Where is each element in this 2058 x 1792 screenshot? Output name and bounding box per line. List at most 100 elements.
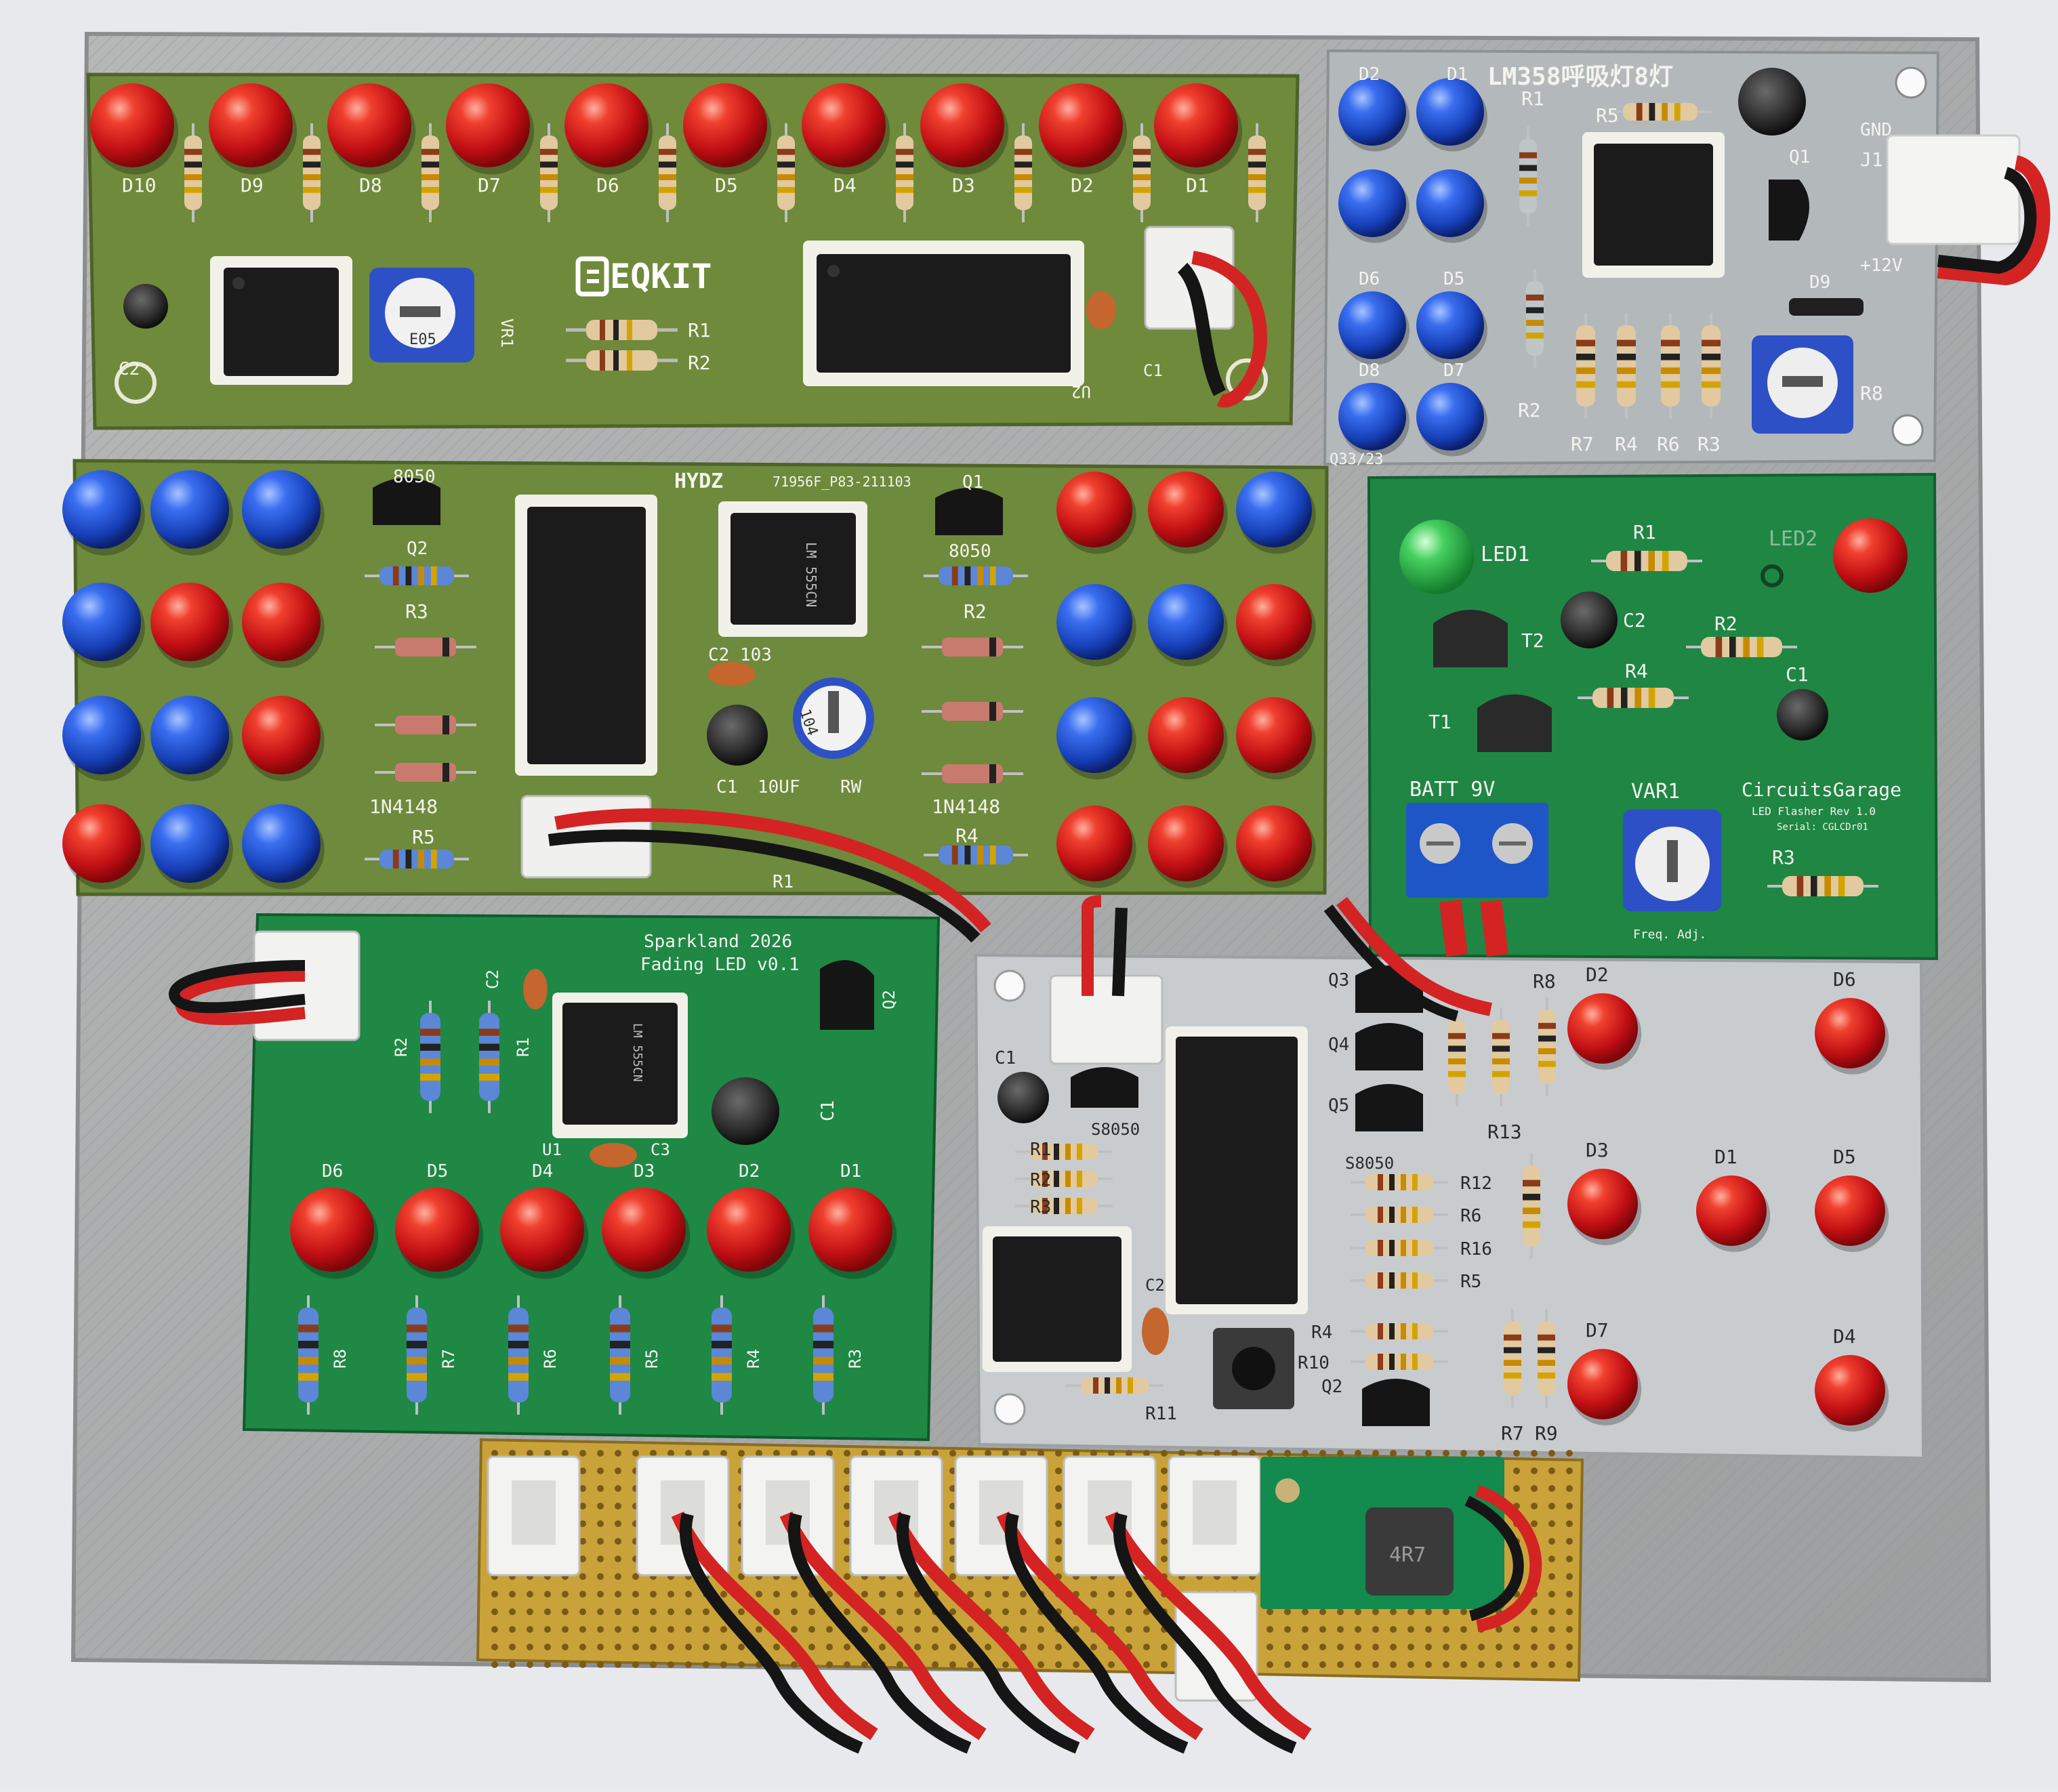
svg-text:Q2: Q2 bbox=[1321, 1377, 1342, 1397]
eqkit-ic-16pin bbox=[803, 241, 1084, 386]
eqkit-red-led bbox=[327, 83, 416, 175]
lm358-blue-led bbox=[1416, 169, 1487, 243]
grey-led-label: D3 bbox=[1586, 1139, 1609, 1161]
sparkland-led-label: D6 bbox=[322, 1161, 343, 1182]
svg-text:R4: R4 bbox=[1311, 1322, 1332, 1343]
eqkit-logo: EQKIT bbox=[575, 256, 712, 297]
svg-text:Q4: Q4 bbox=[1328, 1035, 1349, 1055]
cg-resistors bbox=[1578, 551, 1878, 896]
hydz-diode bbox=[922, 702, 1023, 721]
circuitsgarage-board: LED1 LED2 R1 C2 T2 R2 R4 C1 T1 BATT 9V V… bbox=[1367, 472, 1939, 961]
sparkland-led-label: D4 bbox=[532, 1161, 553, 1182]
grey-red-led bbox=[1567, 1169, 1642, 1245]
svg-text:R16: R16 bbox=[1460, 1239, 1492, 1259]
svg-text:R1: R1 bbox=[773, 872, 794, 892]
svg-text:LED2: LED2 bbox=[1769, 527, 1817, 551]
eqkit-led-label: D1 bbox=[1186, 174, 1209, 196]
hydz-right-led bbox=[1236, 584, 1316, 667]
sparkland-bottom-resistor bbox=[712, 1295, 732, 1415]
hydz-resistors-diodes bbox=[365, 566, 1028, 869]
svg-text:R11: R11 bbox=[1145, 1404, 1177, 1424]
svg-text:1N4148: 1N4148 bbox=[932, 795, 1000, 818]
lm358-blue-led bbox=[1338, 169, 1409, 243]
sparkland-red-led bbox=[500, 1188, 589, 1279]
sparkland-bottom-resistor bbox=[407, 1295, 427, 1415]
svg-text:C1: C1 bbox=[995, 1048, 1016, 1068]
perfboard-twisted-cable bbox=[671, 1512, 878, 1754]
sparkland-res-label: R7 bbox=[439, 1349, 458, 1369]
hydz-right-led bbox=[1236, 806, 1316, 888]
sparkland-bottom-resistor bbox=[298, 1295, 318, 1415]
lm358-blue-led bbox=[1338, 291, 1409, 365]
sparkland-resistor-r1 bbox=[479, 1001, 499, 1113]
eqkit-resistor bbox=[1014, 123, 1032, 222]
sparkland-res-label: R6 bbox=[541, 1349, 560, 1369]
lm358-diode-d9 bbox=[1789, 298, 1864, 316]
grey-red-led bbox=[1815, 998, 1889, 1075]
grey-red-led bbox=[1815, 1175, 1889, 1252]
eqkit-led-label: D4 bbox=[834, 174, 857, 196]
sparkland-resistor-r2 bbox=[420, 1001, 440, 1113]
eqkit-ceramic-cap bbox=[1086, 291, 1116, 329]
grey-capacitor-c1 bbox=[997, 1072, 1049, 1123]
cg-capacitor-c1 bbox=[1777, 689, 1828, 741]
grey-resistor-r11 bbox=[1066, 1377, 1164, 1394]
svg-text:GND: GND bbox=[1860, 120, 1892, 140]
hydz-right-led bbox=[1236, 697, 1316, 780]
buck-converter-module: 4R7 bbox=[1260, 1457, 1542, 1632]
svg-text:R4: R4 bbox=[955, 825, 979, 847]
hydz-left-led bbox=[150, 470, 233, 556]
lm358-blue-led bbox=[1416, 78, 1487, 152]
hydz-left-led bbox=[62, 583, 145, 668]
grey-resistor bbox=[1015, 1144, 1113, 1160]
svg-text:R2: R2 bbox=[1518, 399, 1541, 421]
hydz-left-led-matrix bbox=[62, 470, 325, 890]
svg-text:4R7: 4R7 bbox=[1389, 1543, 1426, 1567]
eqkit-red-led bbox=[564, 83, 653, 175]
sparkland-capacitor-c1 bbox=[712, 1077, 779, 1145]
grey-resistor-r7 bbox=[1504, 1309, 1521, 1408]
eqkit-red-led bbox=[90, 83, 179, 175]
eqkit-ic-8pin bbox=[210, 256, 352, 385]
grey-resistor-v bbox=[1448, 1007, 1466, 1106]
svg-text:U2: U2 bbox=[1071, 382, 1091, 401]
lm358-resistor bbox=[1702, 313, 1721, 419]
svg-text:R1: R1 bbox=[688, 319, 711, 341]
svg-text:LED Flasher Rev 1.0: LED Flasher Rev 1.0 bbox=[1752, 805, 1876, 818]
sparkland-led-label: D2 bbox=[739, 1161, 760, 1182]
cg-resistor-r2 bbox=[1686, 637, 1797, 657]
svg-text:C2: C2 bbox=[483, 970, 502, 989]
svg-text:C3: C3 bbox=[651, 1140, 670, 1159]
eqkit-red-led bbox=[446, 83, 535, 175]
svg-text:LM358呼吸灯8灯: LM358呼吸灯8灯 bbox=[1487, 63, 1673, 91]
cg-battery-terminal bbox=[1406, 803, 1548, 957]
lm358-led-label: D7 bbox=[1443, 360, 1464, 381]
hydz-left-led bbox=[62, 470, 145, 556]
lm358-blue-led bbox=[1338, 78, 1409, 152]
svg-text:R5: R5 bbox=[412, 826, 435, 848]
hydz-resistor-r5 bbox=[365, 850, 469, 869]
eqkit-led-label: D3 bbox=[952, 174, 975, 196]
perfboard-twisted-cable bbox=[1105, 1512, 1312, 1754]
cg-led2-red bbox=[1833, 518, 1908, 593]
grey-ic-8pin bbox=[983, 1226, 1132, 1372]
svg-text:J1: J1 bbox=[1860, 148, 1883, 171]
sparkland-res-label: R5 bbox=[642, 1349, 661, 1369]
grey-resistor-v bbox=[1492, 1007, 1510, 1106]
lm358-trimmer-r8 bbox=[1752, 335, 1853, 434]
svg-text:Q2: Q2 bbox=[880, 990, 899, 1009]
eqkit-connector bbox=[1144, 226, 1268, 408]
lm358-resistor bbox=[1661, 313, 1680, 419]
hydz-right-led-matrix bbox=[1056, 472, 1316, 888]
hydz-left-led bbox=[242, 804, 325, 890]
lm358-blue-led bbox=[1416, 291, 1487, 365]
sparkland-ceramic-c2 bbox=[523, 969, 548, 1009]
svg-text:E05: E05 bbox=[409, 331, 436, 348]
eqkit-resistor bbox=[421, 123, 439, 222]
grey-transistor-c bbox=[1071, 1067, 1138, 1108]
lm358-j1-connector bbox=[1886, 134, 2051, 286]
grey-led-label: D7 bbox=[1586, 1319, 1609, 1341]
